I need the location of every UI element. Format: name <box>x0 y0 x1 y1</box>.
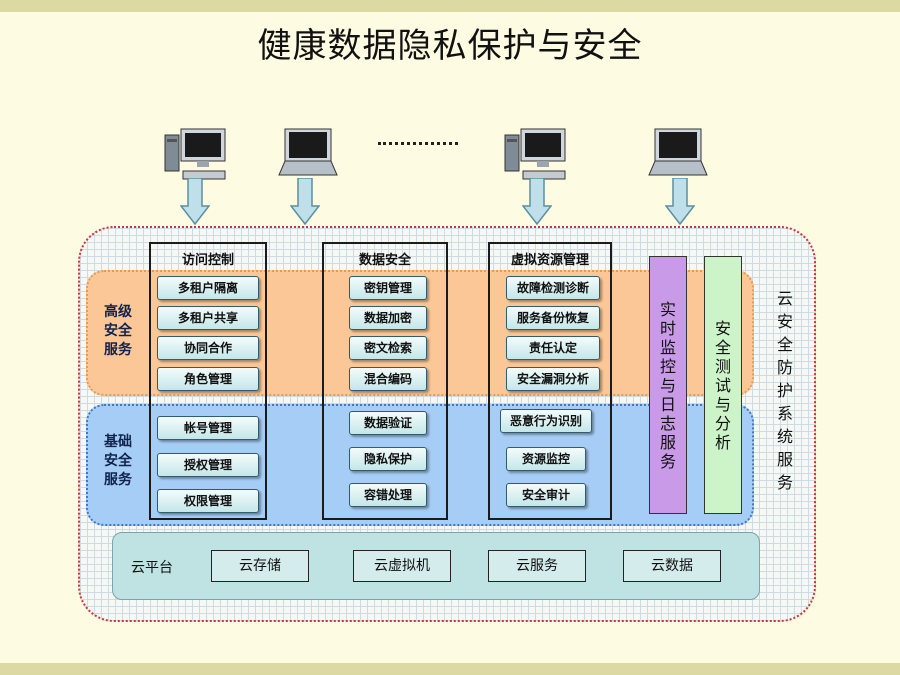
cloud-platform-label: 云平台 <box>131 560 173 576</box>
data-security-column <box>322 242 448 520</box>
basic-layer-label: 基础安全服务 <box>104 434 132 488</box>
virtual-resource-column <box>488 242 612 520</box>
service-item: 多租户共享 <box>157 306 259 330</box>
down-arrow-icon <box>665 178 695 226</box>
security-testing-label: 安全测试与分析 <box>714 318 731 452</box>
monitoring-log-service-label: 实时监控与日志服务 <box>659 299 676 471</box>
platform-item: 云存储 <box>211 550 309 582</box>
platform-item: 云数据 <box>623 550 721 582</box>
service-item: 责任认定 <box>506 336 600 360</box>
laptop-computer-icon <box>273 127 343 187</box>
service-item: 角色管理 <box>157 367 259 391</box>
down-arrow-icon <box>290 178 320 226</box>
top-band <box>0 0 900 12</box>
desktop-computer-icon <box>163 127 233 187</box>
service-item: 安全漏洞分析 <box>506 367 600 391</box>
service-item: 资源监控 <box>506 447 586 471</box>
service-item: 服务备份恢复 <box>506 306 600 330</box>
security-testing-bar: 安全测试与分析 <box>704 256 742 514</box>
access-control-column <box>149 242 267 520</box>
service-item: 恶意行为识别 <box>500 409 592 433</box>
column-title: 数据安全 <box>358 253 411 268</box>
service-item: 故障检测诊断 <box>506 276 600 300</box>
platform-item: 云服务 <box>488 550 586 582</box>
service-item: 混合编码 <box>349 367 427 391</box>
platform-item: 云虚拟机 <box>353 550 451 582</box>
service-item: 数据验证 <box>349 411 427 435</box>
page-title: 健康数据隐私保护与安全 <box>257 26 643 66</box>
service-item: 帐号管理 <box>157 416 259 440</box>
service-item: 密钥管理 <box>349 276 427 300</box>
desktop-computer-icon <box>503 127 573 187</box>
service-item: 容错处理 <box>349 483 427 507</box>
service-item: 安全审计 <box>506 483 586 507</box>
laptop-computer-icon <box>643 127 713 187</box>
column-title: 虚拟资源管理 <box>510 253 589 268</box>
monitoring-log-service-bar: 实时监控与日志服务 <box>649 256 687 514</box>
service-item: 隐私保护 <box>349 447 427 471</box>
ellipsis-icon <box>378 142 458 145</box>
bottom-band <box>0 663 900 675</box>
service-item: 数据加密 <box>349 306 427 330</box>
cloud-security-service-label: 云安全防护系统服务 <box>776 289 793 492</box>
service-item: 多租户隔离 <box>157 276 259 300</box>
down-arrow-icon <box>522 178 552 226</box>
down-arrow-icon <box>180 178 210 226</box>
column-title: 访问控制 <box>181 253 234 268</box>
service-item: 密文检索 <box>349 336 427 360</box>
advanced-layer-label: 高级安全服务 <box>104 304 132 358</box>
service-item: 权限管理 <box>157 489 259 513</box>
service-item: 协同合作 <box>157 336 259 360</box>
service-item: 授权管理 <box>157 453 259 477</box>
